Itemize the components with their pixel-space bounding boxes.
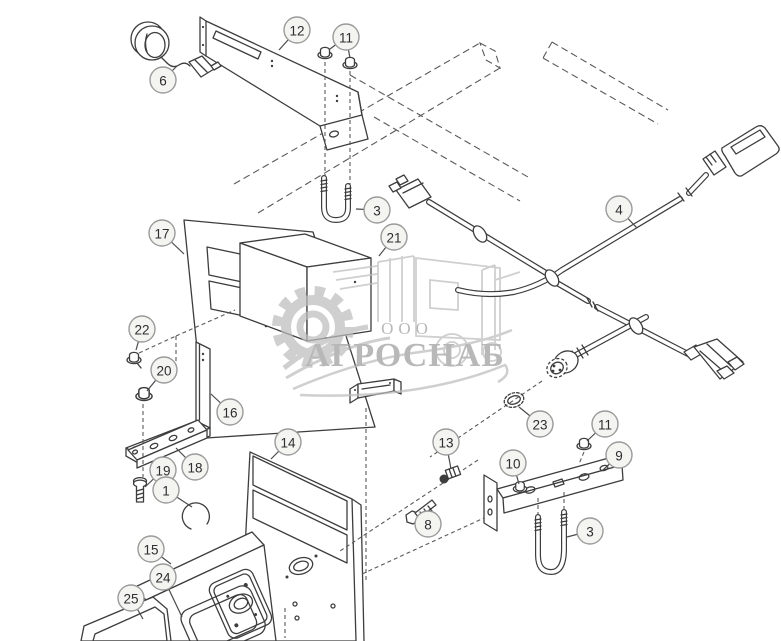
part-23-lock-ring xyxy=(503,392,525,408)
svg-text:20: 20 xyxy=(156,364,171,379)
callout-balloon-18[interactable]: 18 xyxy=(175,447,209,481)
agrosnab-watermark: ООО АГРОСНАБ xyxy=(272,255,521,397)
svg-text:6: 6 xyxy=(159,74,167,89)
watermark-company-name: АГРОСНАБ xyxy=(305,337,505,374)
callout-balloon-16[interactable]: 16 xyxy=(210,393,244,426)
part-19-screw xyxy=(132,476,148,503)
channel-bracket xyxy=(349,378,402,404)
harness-end-connector xyxy=(683,338,745,380)
callout-balloon-15[interactable]: 15 xyxy=(137,535,172,565)
part-13-clip xyxy=(439,465,462,484)
callout-balloon-6[interactable]: 6 xyxy=(149,65,178,94)
svg-text:21: 21 xyxy=(386,231,401,246)
callout-balloon-3-bottom[interactable]: 3 xyxy=(566,517,604,545)
svg-text:11: 11 xyxy=(339,31,353,46)
svg-text:13: 13 xyxy=(438,436,453,451)
harness-round-connector xyxy=(546,344,589,379)
svg-text:18: 18 xyxy=(187,461,202,476)
svg-text:4: 4 xyxy=(615,203,623,218)
svg-text:1: 1 xyxy=(162,484,170,499)
combine-harvester-icon xyxy=(332,255,521,367)
svg-text:22: 22 xyxy=(134,323,149,338)
callout-balloon-13[interactable]: 13 xyxy=(432,428,460,470)
harness-big-connector xyxy=(702,125,780,177)
svg-text:3: 3 xyxy=(586,525,594,540)
harness-mid-connector xyxy=(388,174,432,209)
gear-icon xyxy=(272,286,354,368)
frame-rails xyxy=(233,41,669,214)
part-15-lamp-housing xyxy=(80,531,277,641)
svg-text:8: 8 xyxy=(424,518,432,533)
callout-balloon-21[interactable]: 21 xyxy=(378,223,408,257)
svg-text:12: 12 xyxy=(289,24,304,39)
callout-balloon-23[interactable]: 23 xyxy=(518,406,554,438)
part-25-lens-grille xyxy=(80,596,172,641)
callout-balloon-1[interactable]: 1 xyxy=(152,476,193,508)
svg-text:11: 11 xyxy=(598,418,612,433)
svg-text:9: 9 xyxy=(615,449,623,464)
callout-balloon-8[interactable]: 8 xyxy=(414,510,442,538)
svg-text:25: 25 xyxy=(123,592,138,607)
part-6-work-lamp xyxy=(130,21,222,78)
callout-balloon-3-top[interactable]: 3 xyxy=(355,196,391,224)
part-24-gasket xyxy=(180,585,266,641)
part-22-bolt xyxy=(126,351,142,369)
part-1-spring-clip xyxy=(181,502,210,530)
callout-balloon-10[interactable]: 10 xyxy=(499,449,527,485)
part-12-lamp-bracket xyxy=(199,16,369,151)
svg-text:24: 24 xyxy=(155,571,171,586)
part-18-flat-bar xyxy=(127,419,208,469)
callouts: 12 11 6 3 17 21 xyxy=(117,16,638,620)
callout-balloon-17[interactable]: 17 xyxy=(148,219,185,255)
svg-text:10: 10 xyxy=(505,457,520,472)
svg-text:14: 14 xyxy=(280,436,296,451)
callout-balloon-11-top[interactable]: 11 xyxy=(329,23,360,59)
callout-balloon-22[interactable]: 22 xyxy=(128,315,156,351)
svg-text:19: 19 xyxy=(155,464,170,479)
svg-text:23: 23 xyxy=(532,418,547,433)
svg-text:15: 15 xyxy=(143,543,158,558)
callout-balloon-11-right[interactable]: 11 xyxy=(586,410,619,442)
part-10-nut xyxy=(512,481,528,493)
svg-text:17: 17 xyxy=(154,227,169,242)
part-20-flange-nut xyxy=(135,386,153,402)
svg-text:16: 16 xyxy=(222,406,237,421)
callout-balloon-25[interactable]: 25 xyxy=(117,584,145,620)
harness-clamp xyxy=(472,225,644,335)
part-3-u-bolt-top xyxy=(320,175,352,224)
callout-balloon-9[interactable]: 9 xyxy=(602,441,633,471)
part-4-wiring-harness xyxy=(388,125,780,380)
part-3-u-bolt-bottom xyxy=(534,509,568,576)
svg-text:3: 3 xyxy=(373,204,381,219)
callout-balloon-14[interactable]: 14 xyxy=(270,428,302,460)
callout-balloon-4[interactable]: 4 xyxy=(605,195,638,229)
callout-balloon-12[interactable]: 12 xyxy=(278,16,311,51)
callout-balloon-20[interactable]: 20 xyxy=(146,356,178,392)
watermark-org-form: ООО xyxy=(381,319,433,338)
callout-balloon-24[interactable]: 24 xyxy=(149,563,183,618)
